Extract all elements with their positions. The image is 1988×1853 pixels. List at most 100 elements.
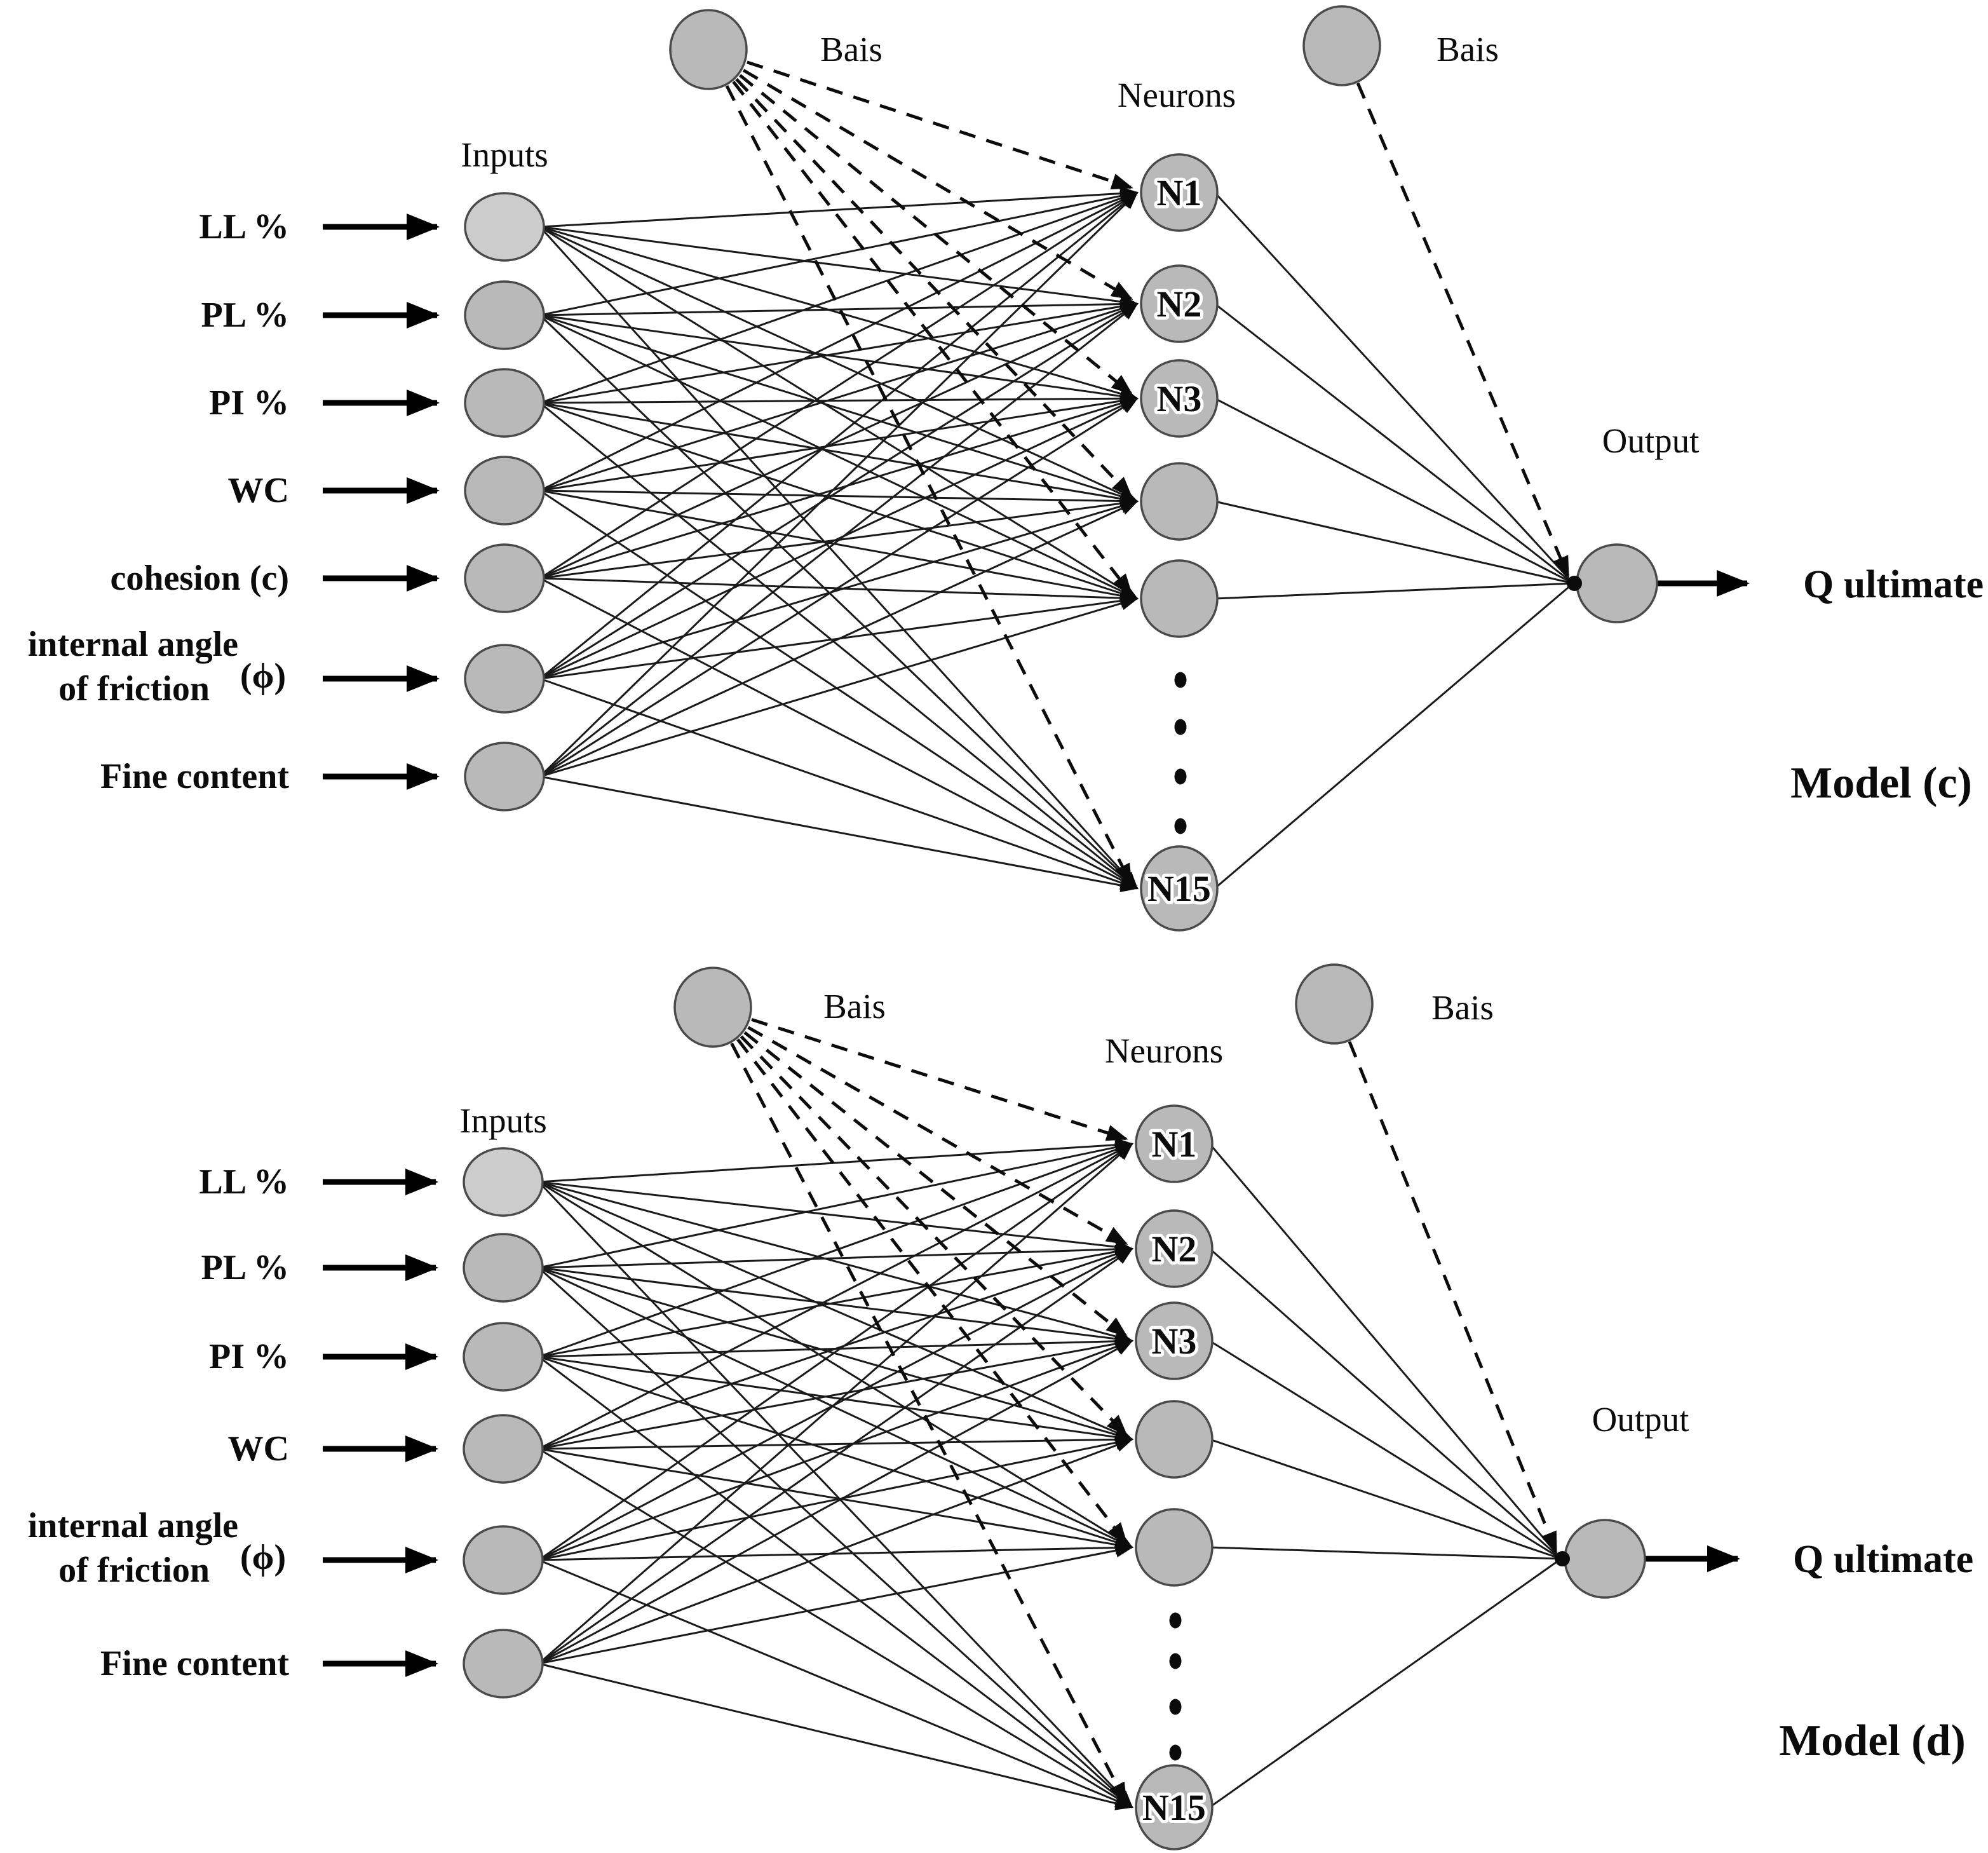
input-hidden-connection: [539, 191, 1139, 492]
input-hidden-connection: [538, 1540, 1133, 1561]
ellipsis-dot: [1174, 719, 1187, 735]
bias-hidden-connection: [725, 85, 1133, 886]
inputs-layer-label: Inputs: [461, 135, 548, 174]
hidden-output-connection: [1214, 191, 1574, 585]
input-label: of friction: [58, 1551, 210, 1590]
model-title: Model (d): [1779, 1716, 1966, 1765]
neuron-label: N15: [1147, 868, 1211, 909]
input-label: Fine content: [100, 1644, 289, 1683]
bias-label: Bais: [820, 30, 882, 69]
input-label: PL %: [201, 1248, 289, 1287]
bias-hidden-connection: [739, 74, 1133, 395]
ellipsis-dot: [1169, 1653, 1182, 1669]
input-hidden-connection: [538, 1181, 1133, 1343]
bias-node: [1295, 963, 1374, 1045]
hidden-neuron-node: [1140, 462, 1219, 541]
hidden-neuron-node: [1140, 359, 1219, 438]
input-hidden-connection: [538, 1340, 1133, 1665]
hidden-output-connection: [1214, 500, 1574, 585]
input-hidden-connection: [539, 402, 1139, 890]
neuron-label: N1: [1157, 172, 1202, 214]
input-node: [463, 1322, 544, 1392]
input-hidden-connection: [539, 191, 1139, 680]
input-hidden-connection: [538, 1336, 1133, 1450]
input-hidden-connection: [539, 226, 1139, 503]
input-hidden-connection: [539, 396, 1139, 580]
ellipsis-dot: [1174, 672, 1187, 688]
input-hidden-connection: [538, 1242, 1133, 1269]
input-hidden-connection: [538, 1244, 1133, 1358]
hidden-output-connection: [1209, 1558, 1562, 1809]
neuron-label: N3: [1157, 378, 1202, 419]
input-hidden-connection: [538, 1181, 1133, 1254]
input-label: internal angle: [28, 625, 238, 664]
input-hidden-connection: [539, 314, 1139, 600]
output-convergence-point: [1555, 1551, 1570, 1566]
inputs-layer-label: Inputs: [459, 1101, 547, 1140]
input-label: Fine content: [100, 757, 289, 796]
hidden-neuron-node: [1135, 1301, 1214, 1380]
input-hidden-connection: [539, 677, 1139, 890]
hidden-neuron-node: [1135, 1104, 1214, 1183]
hidden-output-connection: [1214, 302, 1574, 585]
input-label-symbol: (ϕ): [240, 1538, 286, 1577]
neurons-layer-label: Neurons: [1118, 76, 1236, 114]
input-hidden-connection: [538, 1436, 1133, 1561]
hidden-output-connection: [1209, 1438, 1562, 1560]
input-hidden-connection: [538, 1181, 1133, 1441]
input-hidden-connection: [538, 1448, 1133, 1552]
input-hidden-connection: [538, 1143, 1133, 1358]
input-hidden-connection: [539, 226, 1139, 600]
bias-label: Bais: [823, 987, 886, 1026]
input-hidden-connection: [538, 1181, 1133, 1809]
input-hidden-connection: [539, 302, 1139, 778]
ellipsis-dot: [1169, 1744, 1182, 1761]
input-hidden-connection: [538, 1143, 1133, 1561]
input-hidden-connection: [539, 596, 1139, 778]
neuron-label: N1: [1152, 1123, 1197, 1165]
input-hidden-connection: [539, 397, 1139, 680]
input-hidden-connection: [538, 1266, 1133, 1809]
input-node: [463, 1525, 544, 1595]
input-hidden-connection: [538, 1137, 1133, 1183]
input-hidden-connection: [539, 226, 1139, 401]
input-node: [464, 280, 545, 350]
hidden-output-connection: [1214, 582, 1574, 600]
input-hidden-connection: [538, 1266, 1133, 1442]
bias-label: Bais: [1431, 988, 1494, 1027]
ellipsis-dot: [1169, 1612, 1182, 1629]
bias-label: Bais: [1437, 30, 1499, 69]
input-hidden-connection: [539, 191, 1139, 580]
output-value-label: Q ultimate: [1793, 1538, 1973, 1581]
input-hidden-connection: [538, 1355, 1133, 1444]
input-hidden-connection: [538, 1544, 1133, 1665]
neurons-layer-label: Neurons: [1105, 1031, 1223, 1070]
input-hidden-connection: [539, 302, 1139, 580]
input-hidden-connection: [538, 1247, 1133, 1450]
input-hidden-connection: [539, 189, 1139, 316]
input-hidden-connection: [538, 1140, 1133, 1269]
ellipsis-dot: [1174, 818, 1187, 834]
input-hidden-connection: [538, 1266, 1133, 1549]
input-hidden-connection: [539, 500, 1139, 778]
input-label: LL %: [199, 1162, 289, 1202]
input-label: PL %: [201, 295, 289, 335]
input-hidden-connection: [538, 1432, 1133, 1450]
input-label: of friction: [58, 669, 210, 709]
input-node: [464, 644, 545, 714]
input-hidden-connection: [538, 1559, 1133, 1809]
input-hidden-connection: [539, 489, 1139, 603]
input-label: cohesion (c): [110, 559, 289, 598]
output-layer-label: Output: [1592, 1400, 1689, 1439]
input-hidden-connection: [539, 402, 1139, 506]
input-node: [463, 1629, 544, 1699]
output-node: [1564, 1519, 1646, 1599]
input-hidden-connection: [538, 1143, 1133, 1450]
input-label: internal angle: [28, 1506, 238, 1545]
neuron-label: N15: [1142, 1787, 1206, 1828]
bias-output-connection: [1348, 1041, 1558, 1554]
bias-hidden-connection: [751, 1018, 1128, 1141]
